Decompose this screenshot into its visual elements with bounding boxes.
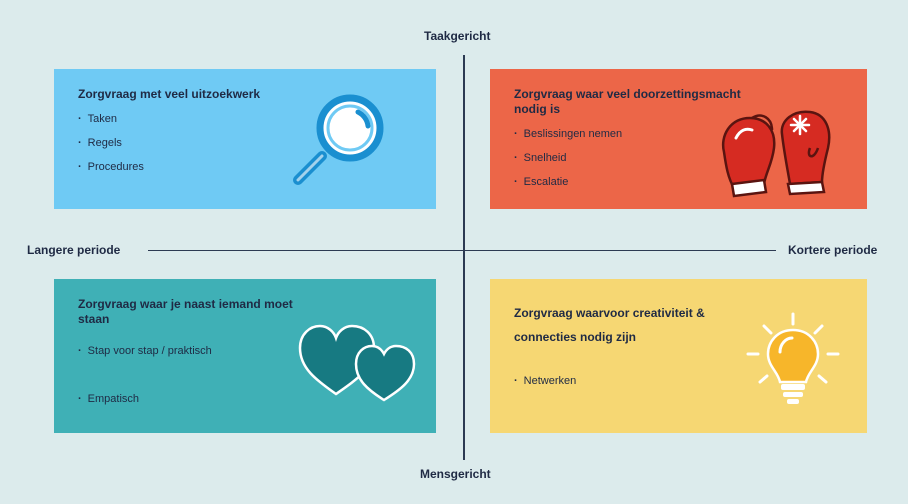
lightbulb-icon xyxy=(746,312,840,404)
list-item: Netwerken xyxy=(514,369,867,393)
list-item: Regels xyxy=(78,131,436,155)
list-item: Taken xyxy=(78,107,436,131)
magnifier-icon xyxy=(293,94,384,185)
axis-label-right: Kortere periode xyxy=(788,243,878,257)
list-item: Stap voor stap / praktisch xyxy=(78,339,436,363)
quadrant-list: Beslissingen nemen Snelheid Escalatie xyxy=(514,122,867,194)
axis-label-bottom: Mensgericht xyxy=(420,467,491,481)
horizontal-axis xyxy=(148,250,776,251)
quadrant-title: Zorgvraag met veel uitzoekwerk xyxy=(78,87,261,101)
quadrant-title: Zorgvraag waarvoor creativiteit & connec… xyxy=(514,306,705,344)
vertical-axis xyxy=(463,55,465,460)
list-item: Procedures xyxy=(78,155,436,179)
list-item: Escalatie xyxy=(514,170,867,194)
list-item: Snelheid xyxy=(514,146,867,170)
axis-label-left: Langere periode xyxy=(27,243,121,257)
quadrant-title: Zorgvraag waar veel doorzettingsmacht no… xyxy=(514,87,741,116)
list-item: Empatisch xyxy=(78,387,436,411)
quadrant-list: Taken Regels Procedures xyxy=(78,107,436,179)
boxing-gloves-icon xyxy=(721,110,831,198)
hearts-icon xyxy=(298,324,416,402)
quadrant-list: Stap voor stap / praktisch Empatisch xyxy=(78,339,436,411)
quadrant-title: Zorgvraag waar je naast iemand moet staa… xyxy=(78,297,293,326)
list-item: Beslissingen nemen xyxy=(514,122,867,146)
axis-label-top: Taakgericht xyxy=(424,29,491,43)
quadrant-list: Netwerken xyxy=(514,369,867,393)
